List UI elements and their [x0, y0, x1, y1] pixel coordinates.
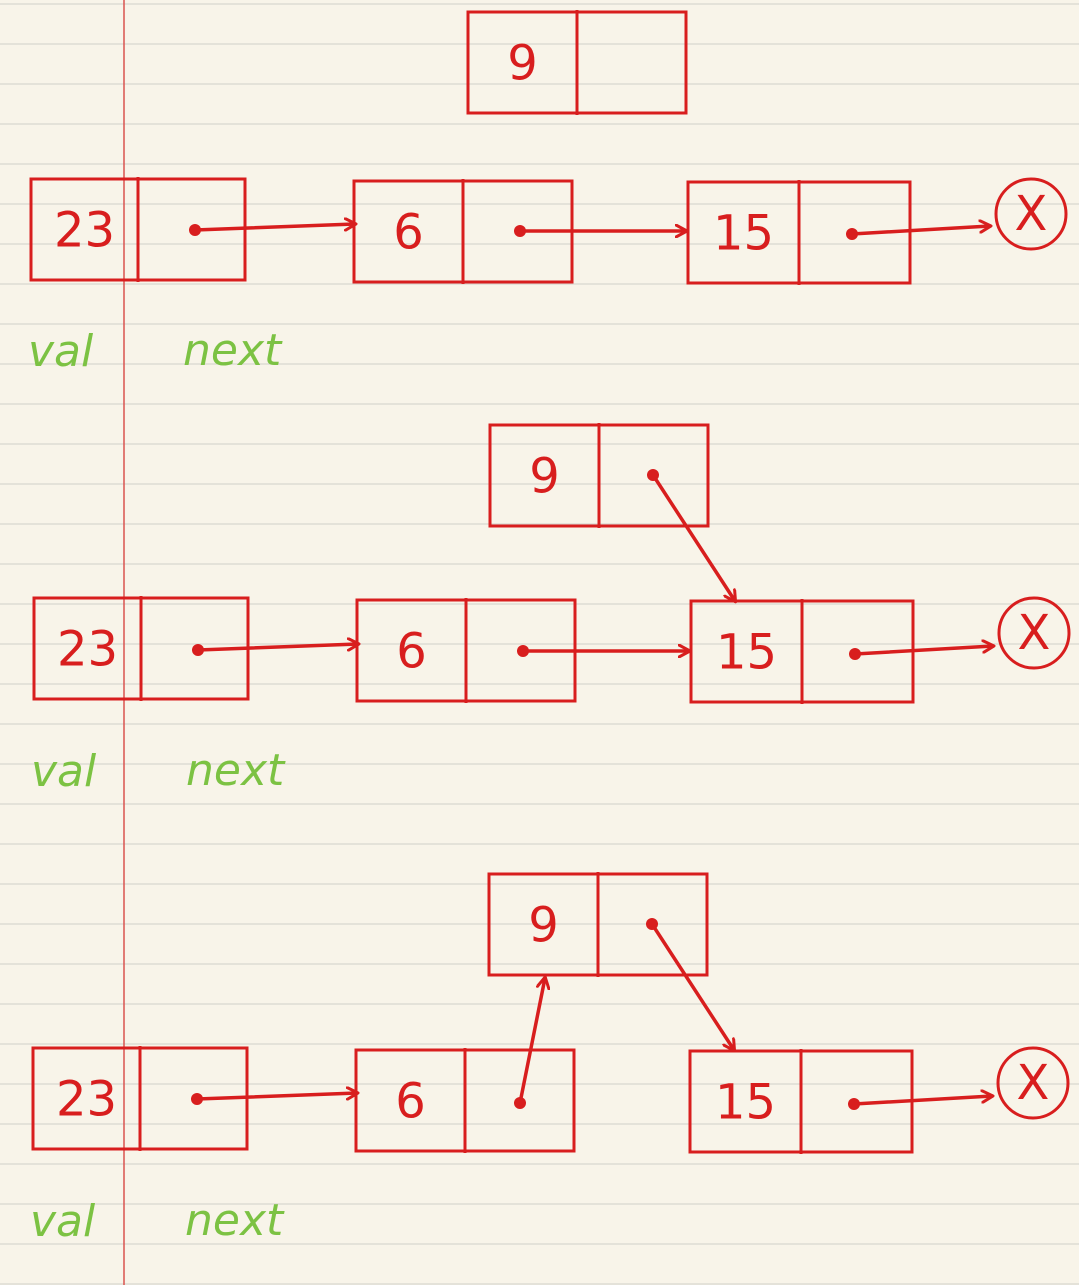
- pointer-arrow: [189, 224, 355, 236]
- null-terminator: X: [994, 177, 1068, 251]
- null-terminator: X: [997, 596, 1071, 670]
- null-circle: [997, 596, 1071, 670]
- next-label: next: [183, 325, 283, 376]
- list-node: 9: [488, 423, 710, 528]
- val-label: val: [31, 746, 97, 797]
- pointer-line: [853, 646, 993, 656]
- pointer-line: [650, 922, 734, 1050]
- node-value: 9: [528, 898, 559, 954]
- pointer-arrow: [849, 646, 993, 660]
- list-node: 6: [354, 1048, 576, 1153]
- pointer-line: [852, 1096, 992, 1106]
- pointer-arrow: [517, 645, 689, 657]
- next-label: next: [186, 745, 286, 796]
- pointer-line: [195, 1093, 357, 1101]
- pointer-line: [518, 978, 545, 1105]
- pointer-arrow: [514, 978, 545, 1109]
- pointer-line: [651, 473, 735, 601]
- pointer-arrow: [192, 644, 358, 656]
- null-symbol: X: [1017, 1055, 1050, 1111]
- val-label: val: [28, 326, 94, 377]
- null-terminator: X: [996, 1046, 1070, 1120]
- pointer-arrow: [646, 918, 734, 1050]
- pointer-line: [850, 226, 990, 236]
- node-value: 23: [56, 1072, 117, 1128]
- null-circle: [996, 1046, 1070, 1120]
- list-node: 23: [31, 1046, 249, 1151]
- node-value: 15: [715, 1075, 776, 1131]
- node-value: 6: [396, 624, 427, 680]
- null-symbol: X: [1015, 186, 1048, 242]
- list-node: 15: [688, 1049, 914, 1154]
- node-value: 6: [395, 1074, 426, 1130]
- val-label: val: [30, 1196, 96, 1247]
- pointer-arrow: [514, 225, 686, 237]
- pointer-arrow: [647, 469, 735, 601]
- list-node: 9: [466, 10, 688, 115]
- pointer-arrow: [848, 1096, 992, 1110]
- node-value: 9: [529, 449, 560, 505]
- null-symbol: X: [1018, 605, 1051, 661]
- node-value: 15: [713, 206, 774, 262]
- list-node: 23: [29, 177, 247, 282]
- pointer-arrow: [191, 1093, 357, 1105]
- null-circle: [994, 177, 1068, 251]
- list-node: 9: [487, 872, 709, 977]
- list-node: 23: [32, 596, 250, 701]
- pointer-arrow: [846, 226, 990, 240]
- ruled-lines: [0, 3, 1079, 1285]
- node-value: 23: [54, 203, 115, 259]
- node-value: 23: [57, 622, 118, 678]
- node-value: 15: [716, 625, 777, 681]
- node-value: 9: [507, 36, 538, 92]
- next-label: next: [185, 1195, 285, 1246]
- pointer-line: [196, 644, 358, 652]
- pointer-line: [193, 224, 355, 232]
- node-value: 6: [393, 205, 424, 261]
